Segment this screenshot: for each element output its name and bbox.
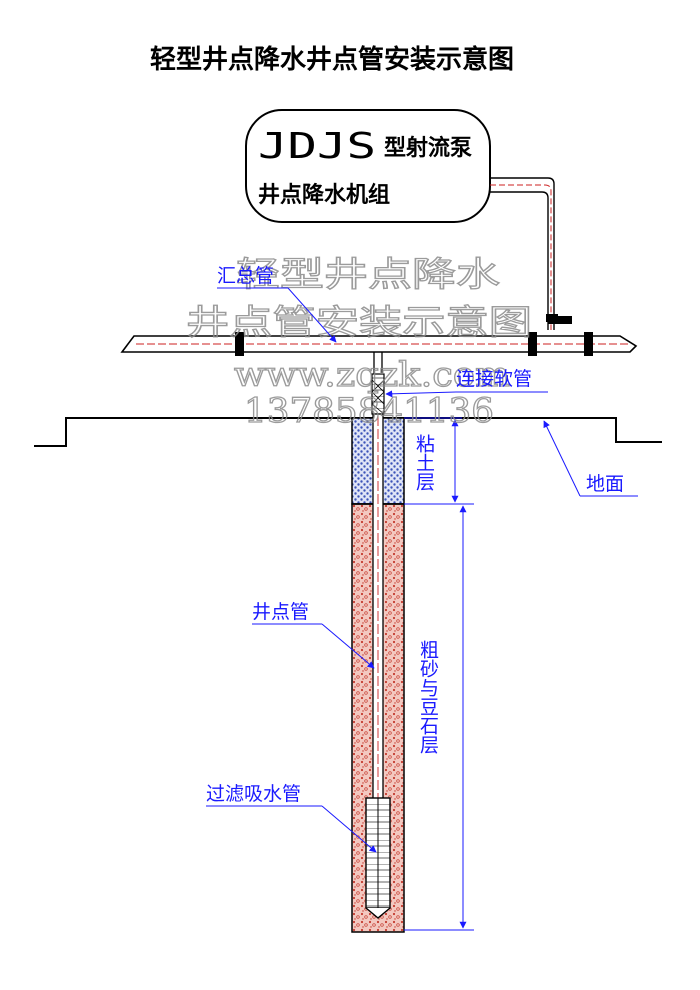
- label-ground-group: 地面: [543, 420, 638, 497]
- label-filter-pipe: 过滤吸水管: [206, 783, 301, 805]
- dimension-lines: [404, 417, 474, 931]
- flange: [548, 316, 572, 324]
- watermark-line1: 轻型井点降水: [236, 255, 500, 295]
- watermark-url: www.zqzk.com: [234, 355, 510, 395]
- ground-surface: [34, 417, 662, 447]
- watermark-phone: 13785841136: [244, 391, 494, 431]
- watermark-line2: 井点管安装示意图: [186, 303, 532, 343]
- filter-suction-pipe: [365, 797, 391, 919]
- label-ground: 地面: [586, 473, 624, 495]
- flange: [528, 332, 537, 356]
- connecting-hose: [371, 352, 385, 415]
- diagram-title: 轻型井点降水井点管安装示意图: [150, 44, 514, 75]
- label-header-pipe-group: 汇总管: [217, 265, 337, 343]
- label-wellpoint-group: 井点管: [252, 601, 375, 669]
- watermark: 轻型井点降水 井点管安装示意图 www.zqzk.com 13785841136: [185, 254, 532, 431]
- wellpoint-pipe: [372, 413, 384, 807]
- label-hose: 连接软管: [456, 368, 532, 390]
- label-gravel-layer: 粗砂与豆石层: [417, 640, 439, 754]
- label-hose-group: 连接软管: [385, 368, 548, 398]
- flange: [235, 332, 244, 356]
- pump-model-code: JDJS: [258, 126, 376, 167]
- label-filter-group: 过滤吸水管: [206, 783, 377, 853]
- pump-unit-name: 井点降水机组: [258, 182, 390, 208]
- label-clay-layer: 粘土层: [413, 434, 435, 491]
- label-wellpoint-pipe: 井点管: [252, 601, 309, 623]
- pump-unit-box: [245, 109, 491, 223]
- header-pipe: [120, 316, 638, 356]
- flange: [584, 332, 593, 356]
- pump-model-suffix: 型射流泵: [384, 135, 472, 161]
- label-header-pipe: 汇总管: [217, 265, 274, 287]
